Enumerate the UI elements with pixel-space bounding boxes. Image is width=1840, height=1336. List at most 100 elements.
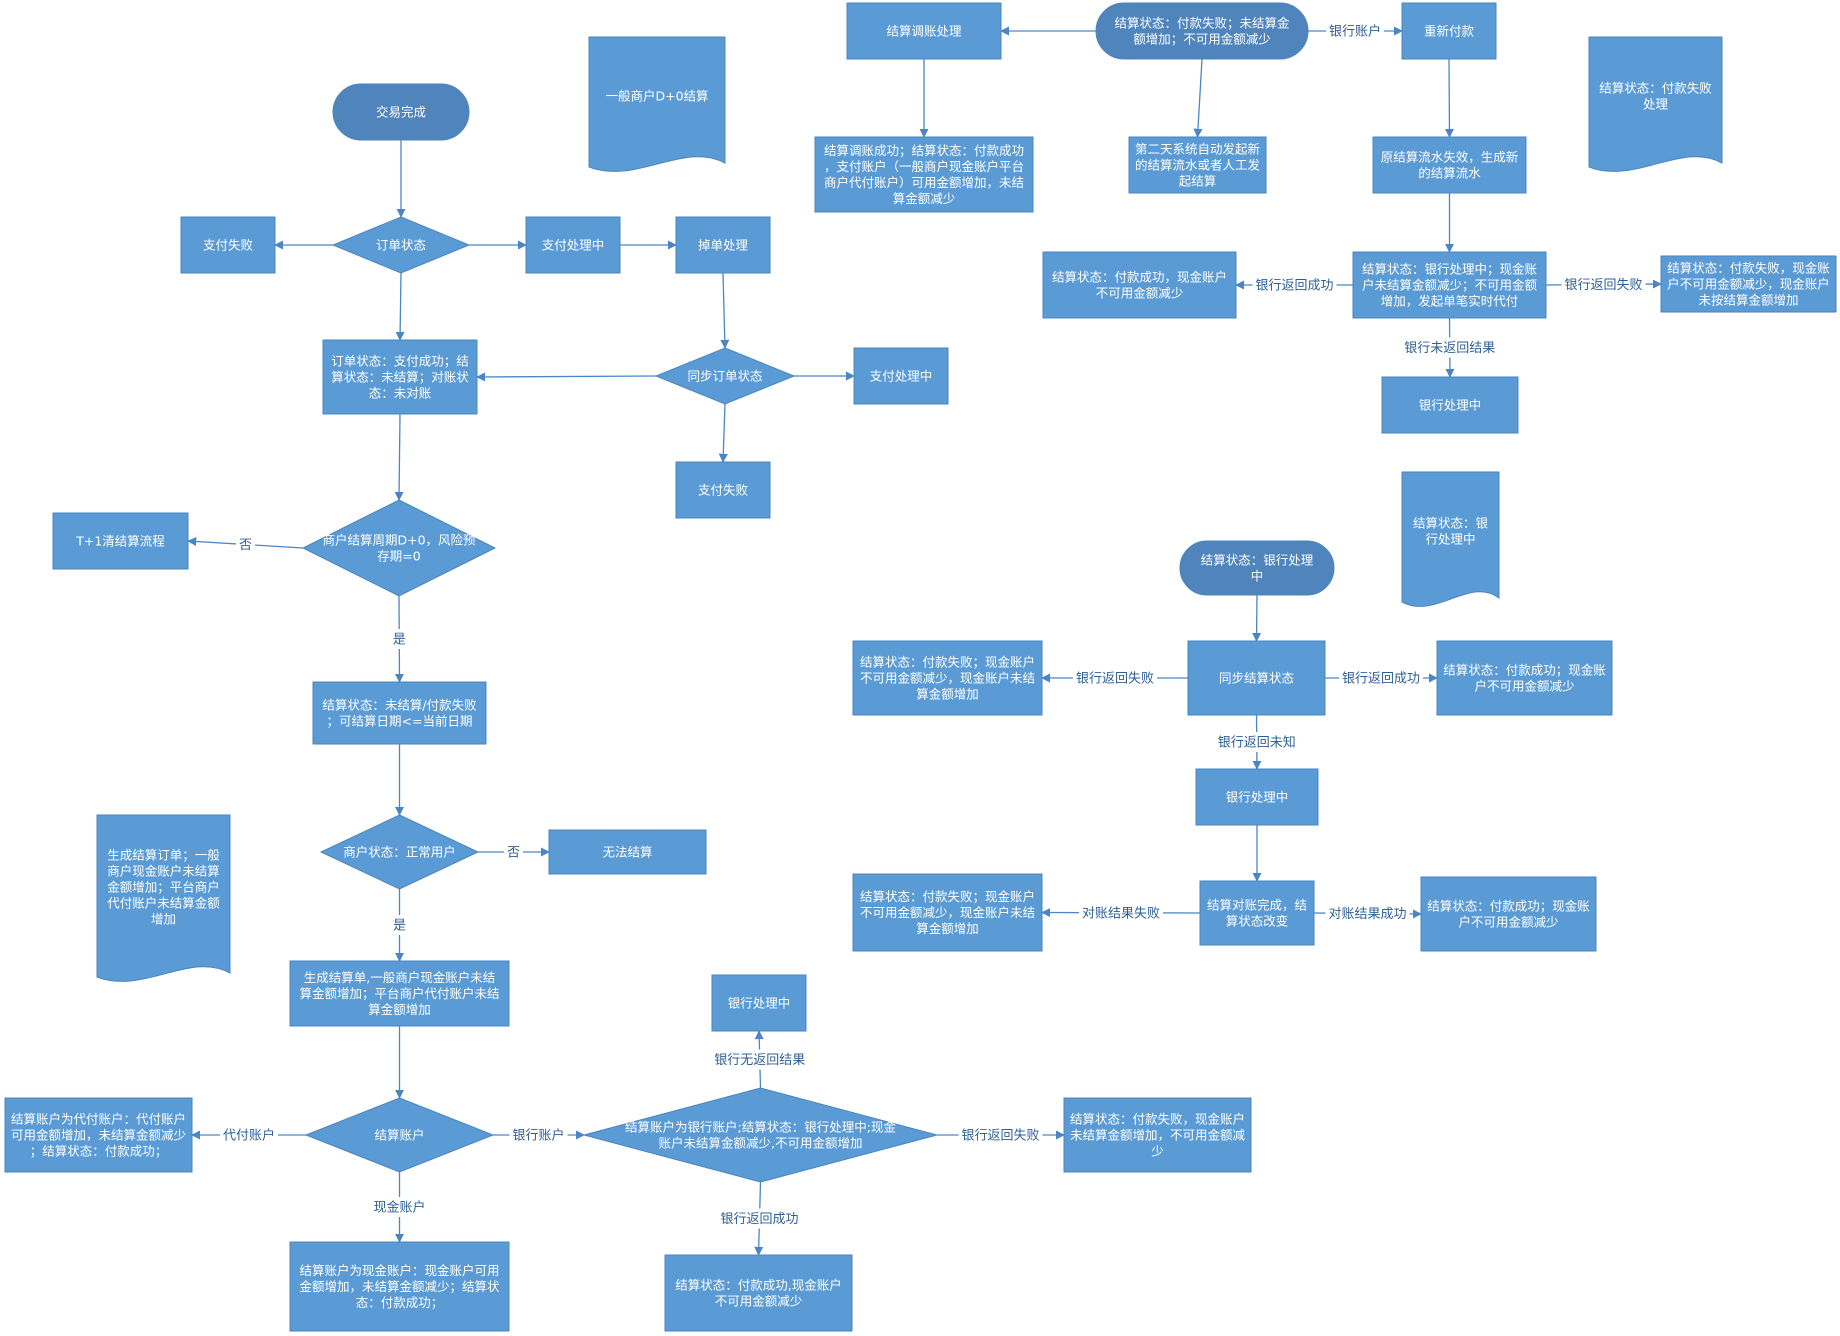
edge-label-sync-return-unknown: 银行返回未知: [1218, 735, 1296, 751]
edge-label-bank-no-result: 银行无返回结果: [714, 1053, 805, 1068]
node-label: 支付处理中: [542, 238, 605, 253]
node-label: 银行处理中: [1419, 398, 1482, 413]
node-label: 银行处理中: [1226, 790, 1289, 805]
edge-label-no2: 否: [507, 846, 520, 861]
process-box: [52, 512, 189, 570]
node-label: 交易完成: [376, 105, 426, 120]
node-pay-fail-1: 支付失败: [180, 216, 276, 274]
edge-label-bg: [1326, 21, 1384, 41]
node-label: 结算状态：付款失败处理: [1599, 80, 1712, 111]
edge-label-bg: [1561, 274, 1646, 295]
process-box: [1352, 251, 1547, 319]
process-box: [1128, 136, 1267, 194]
node-label: 结算对账完成，结算状态改变: [1207, 898, 1307, 929]
edge-label-bg: [1073, 668, 1157, 688]
edge-label-bg: [389, 629, 409, 649]
edge-label-top-bank-account: 银行账户: [1329, 24, 1381, 40]
node-t1-flow: T+1清结算流程: [52, 512, 189, 570]
process-box: [4, 1097, 193, 1173]
process-box: [322, 339, 478, 415]
process-box: [846, 2, 1002, 60]
edge-label-bg: [958, 1125, 1043, 1145]
process-box: [852, 640, 1043, 716]
edge-label-bg: [1252, 275, 1337, 295]
node-recon-fail-res: 结算状态：付款失败；现金账户不可用金额减少，现金账户未结算金额增加: [852, 873, 1043, 952]
node-repay: 重新付款: [1401, 2, 1497, 60]
edge-label-yes: 是: [393, 633, 406, 648]
document-shape: [96, 814, 231, 982]
edge-label-recon-success: 对账结果成功: [1328, 907, 1406, 922]
process-box: [1660, 255, 1837, 313]
flow-arrow: [395, 272, 405, 341]
edge-label-cash: 现金账户: [373, 1200, 425, 1216]
edge-label-bg: [1214, 732, 1299, 752]
node-label: 结算状态：付款成功,现金账户不可用金额减少: [675, 1278, 841, 1309]
node-top-success: 结算状态：付款成功，现金账户不可用金额减少: [1042, 251, 1237, 319]
edge-label-bg: [1339, 668, 1423, 688]
terminal-shape: [1095, 2, 1309, 60]
node-sync-fail: 结算状态：付款失败；现金账户不可用金额减少，现金账户未结算金额增加: [852, 640, 1043, 716]
node-label: 结算状态：银行处理中；现金账户未结算金额减少；不可用金额增加，发起单笔实时代付: [1362, 262, 1538, 309]
node-label: 银行处理中: [728, 996, 791, 1011]
node-label: 第二天系统自动发起新的结算流水或者人工发起结算: [1135, 142, 1261, 189]
node-adjust-success: 结算调账成功；结算状态：付款成功，支付账户（一般商户现金账户平台商户代付账户）可…: [814, 136, 1034, 213]
node-doc-gen: 生成结算订单；一般商户现金账户未结算金额增加；平台商户代付账户未结算金额增加: [96, 814, 231, 982]
node-label: 订单状态：支付成功；结算状态：未结算；对账状态：未对账: [331, 354, 469, 401]
node-label: 原结算流水失效，生成新的结算流水: [1381, 150, 1519, 181]
edge-label-yes2: 是: [393, 919, 406, 934]
edge-label-bg: [1401, 337, 1499, 358]
process-box: [675, 216, 771, 274]
edge-label-bank-return-fail: 银行返回失败: [961, 1129, 1039, 1144]
node-agent-account: 结算账户为代付账户：代付账户可用金额增加，未结算金额减少；结算状态：付款成功；: [4, 1097, 193, 1173]
process-box: [1063, 1097, 1252, 1173]
terminal-shape: [1179, 540, 1335, 596]
node-bank-processing-1: 银行处理中: [711, 974, 807, 1032]
node-label: 结算账户为代付账户：代付账户可用金额增加，未结算金额减少；结算状态：付款成功；: [11, 1112, 186, 1159]
edge-label-top-no-result: 银行未返回结果: [1404, 341, 1495, 356]
flow-arrow: [718, 403, 728, 463]
node-recon-done: 结算对账完成，结算状态改变: [1199, 880, 1315, 946]
node-trade-done: 交易完成: [332, 83, 470, 141]
flow-arrow: [476, 372, 657, 382]
edge-label-bg: [390, 915, 409, 935]
flow-arrow: [394, 413, 404, 501]
edge-label-agent: 代付账户: [223, 1128, 275, 1144]
process-box: [1195, 768, 1319, 826]
process-box: [664, 1254, 853, 1332]
node-bank-account: 结算账户为银行账户;结算状态：银行处理中;现金账户未结算金额减少,不可用金额增加: [582, 1087, 939, 1183]
edge-label-recon-fail: 对账结果失败: [1082, 906, 1160, 921]
edge-label-bg: [370, 1197, 429, 1217]
node-bank-success-result: 结算状态：付款成功,现金账户不可用金额减少: [664, 1254, 853, 1332]
flow-arrow: [720, 272, 730, 349]
process-box: [814, 136, 1034, 213]
node-label: 一般商户D+0结算: [605, 88, 708, 103]
node-recon-success-res: 结算状态：付款成功；现金账户不可用金额减少: [1420, 876, 1597, 952]
edge-label-bg: [236, 534, 255, 555]
node-merchant-status: 商户状态：正常用户: [319, 814, 480, 890]
process-box: [1401, 2, 1497, 60]
node-label: 支付失败: [203, 238, 254, 253]
node-cannot-settle: 无法结算: [548, 829, 707, 875]
process-box: [312, 681, 487, 745]
node-unsettled: 结算状态：未结算/付款失败；可结算日期<=当前日期: [312, 681, 487, 745]
process-box: [1199, 880, 1315, 946]
node-doc-fail: 结算状态：付款失败处理: [1588, 36, 1723, 172]
edge-label-top-return-fail: 银行返回失败: [1564, 278, 1642, 293]
process-box: [289, 1241, 510, 1332]
node-bank-processing-2: 银行处理中: [1381, 376, 1519, 434]
node-settle-account: 结算账户: [304, 1097, 495, 1173]
node-bank-status: 结算状态：银行处理中: [1179, 540, 1335, 596]
node-label: 结算账户为现金账户：现金账户可用金额增加，未结算金额减少；结算状态：付款成功；: [299, 1263, 500, 1310]
node-bank-processing-3: 银行处理中: [1195, 768, 1319, 826]
edge-label-bg: [509, 1125, 568, 1145]
process-box: [852, 873, 1043, 952]
node-pay-fail-2: 支付失败: [675, 461, 771, 519]
node-label: 结算账户: [374, 1128, 424, 1143]
node-gen-order: 生成结算单,一般商户现金账户未结算金额增加；平台商户代付账户未结算金额增加: [289, 960, 510, 1027]
node-label: 结算状态：付款成功；现金账户不可用金额减少: [1443, 663, 1606, 694]
node-label: 结算状态：付款成功，现金账户不可用金额减少: [1052, 270, 1227, 301]
decision-diamond: [331, 216, 471, 274]
terminal-shape: [332, 83, 470, 141]
node-label: 结算状态：未结算/付款失败；可结算日期<=当前日期: [322, 698, 477, 729]
